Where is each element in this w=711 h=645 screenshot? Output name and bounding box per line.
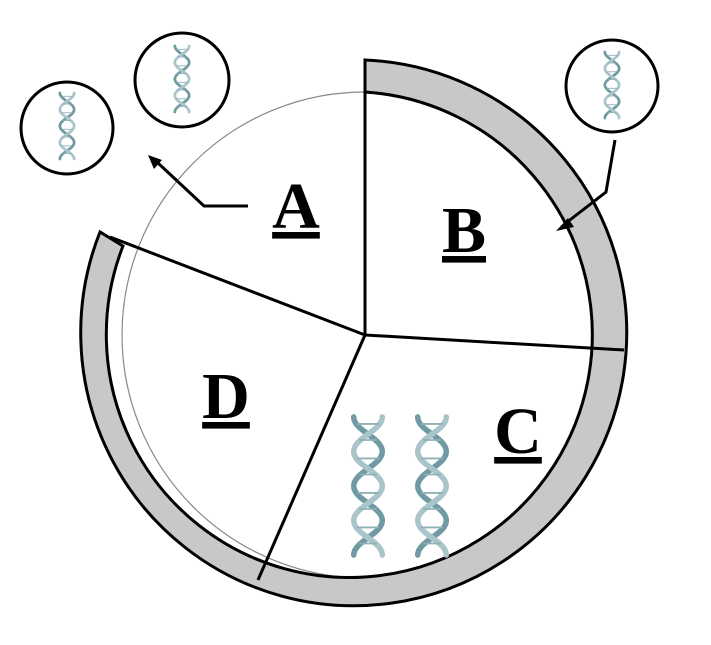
segment-label-a: A (272, 170, 320, 243)
segment-label-d: D (202, 360, 250, 433)
dna-callout-circle-middle (133, 31, 231, 129)
pointer-arrow-b (556, 139, 617, 231)
segment-dividers (109, 60, 625, 581)
cell-wall-thick-band (79, 58, 629, 608)
dna-callout-circle-right (564, 38, 660, 134)
segment-label-b: B (442, 194, 486, 267)
dna-callout-circle-left (19, 80, 115, 176)
segment-label-c: C (494, 395, 542, 468)
pointer-arrow-a (148, 155, 248, 208)
